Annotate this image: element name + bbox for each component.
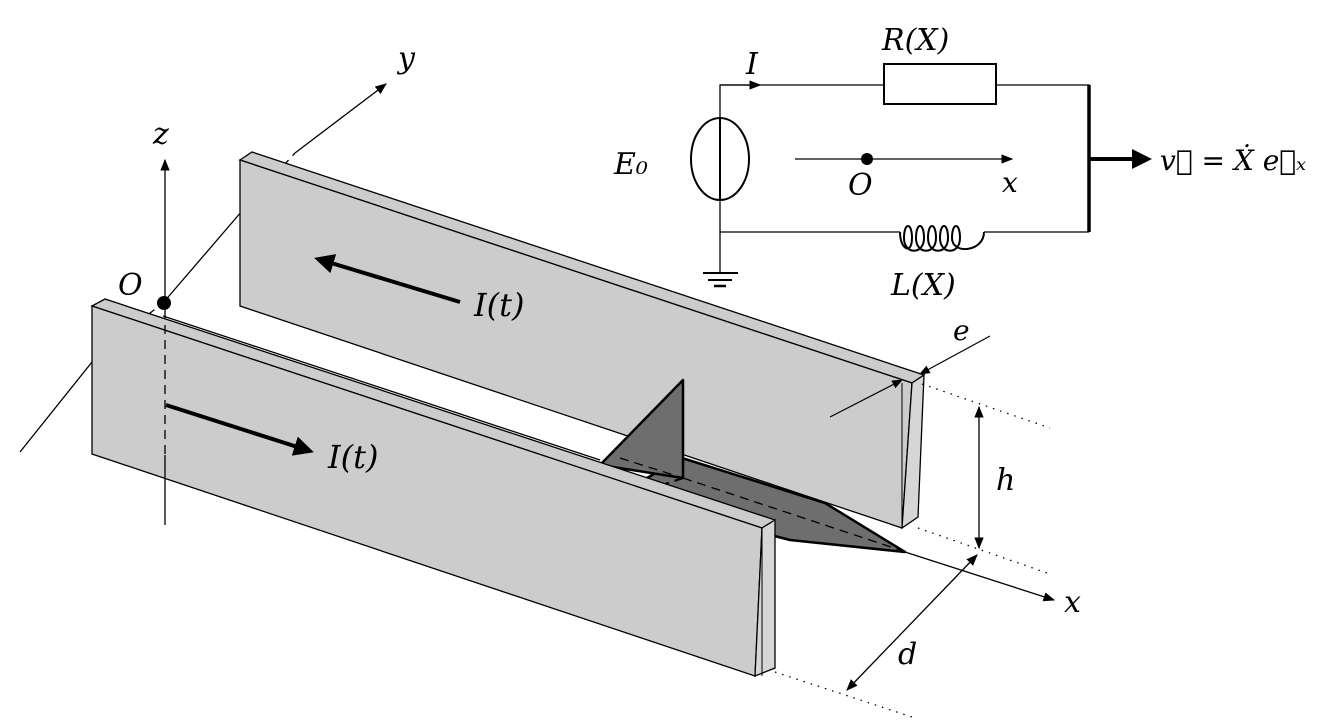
extension-lines [774, 383, 1051, 719]
circuit-axis-label: x [1002, 166, 1018, 199]
current-arrow-back [314, 254, 461, 304]
x-axis-label: x [1064, 585, 1081, 620]
dimension-d-label: d [898, 637, 917, 672]
circuit-origin-point [861, 153, 873, 165]
origin-point [157, 296, 171, 310]
y-axis-label: y [396, 41, 416, 76]
x-axis [904, 551, 1056, 602]
current-label-front: I(t) [327, 438, 378, 476]
resistor-label: R(X) [881, 23, 949, 58]
origin-label: O [118, 268, 143, 303]
dimension-d [846, 554, 978, 691]
back-plate [238, 151, 926, 530]
dimension-e [829, 335, 991, 418]
z-axis-label: z [152, 117, 169, 152]
source-label: E₀ [613, 147, 648, 182]
current-label-back: I(t) [473, 286, 524, 324]
dimension-h-label: h [996, 463, 1015, 498]
circuit-origin-label: O [848, 168, 873, 203]
front-plate [90, 298, 777, 677]
velocity-label: v⃗ = Ẋ e⃗ₓ [1160, 144, 1306, 177]
circuit [690, 63, 1152, 288]
dimension-e-label: e [953, 314, 970, 347]
ground-icon [703, 272, 738, 288]
current-arrow-front [165, 403, 314, 456]
circuit-current-label: I [745, 47, 759, 82]
resistor-symbol [883, 63, 997, 105]
inductor-label: L(X) [890, 268, 956, 303]
inductor-symbol [899, 225, 985, 252]
